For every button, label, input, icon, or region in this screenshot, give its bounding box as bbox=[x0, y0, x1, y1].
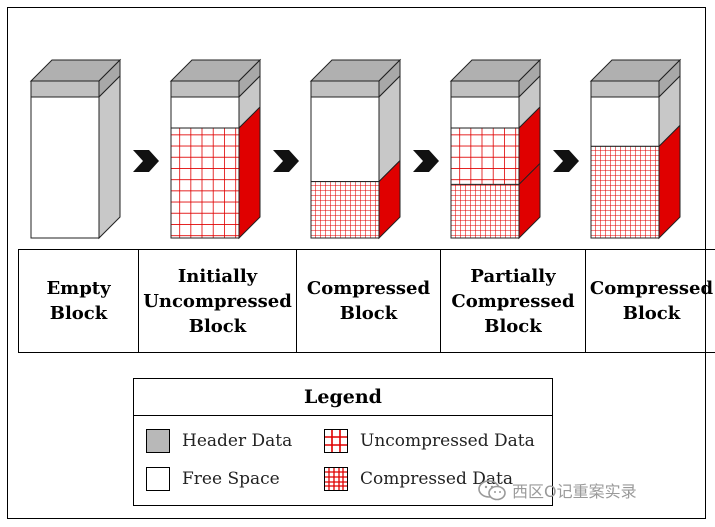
block-label-partially-compressed: Partially Compressed Block bbox=[440, 249, 586, 353]
compressed-data-side bbox=[518, 162, 541, 240]
header-front-face bbox=[590, 80, 660, 98]
free-space-front bbox=[170, 96, 240, 129]
block-empty bbox=[29, 58, 122, 240]
header-front-face bbox=[30, 80, 100, 98]
wechat-icon bbox=[478, 480, 506, 501]
legend-item-compressed: Compressed Data bbox=[324, 467, 513, 491]
watermark-text: 西区O记重案实录 bbox=[512, 482, 637, 501]
compressed-data-swatch-icon bbox=[324, 467, 348, 491]
uncompressed-data-side bbox=[238, 105, 261, 240]
header-front-face bbox=[450, 80, 520, 98]
legend-item-header: Header Data bbox=[146, 429, 292, 453]
legend: Legend Header Data Uncompressed Data Fre… bbox=[133, 378, 553, 506]
uncompressed-data-swatch-icon bbox=[324, 429, 348, 453]
legend-title: Legend bbox=[134, 379, 552, 416]
header-data-swatch-icon bbox=[146, 429, 170, 453]
header-front-face bbox=[310, 80, 380, 98]
compressed-data-side bbox=[378, 159, 401, 240]
compressed-data-side bbox=[658, 124, 681, 240]
legend-item-free: Free Space bbox=[146, 467, 280, 491]
uncompressed-data-front bbox=[170, 127, 240, 239]
blocks-illustration bbox=[29, 58, 682, 240]
legend-label-uncompressed: Uncompressed Data bbox=[360, 431, 535, 451]
free-space-front bbox=[310, 96, 380, 183]
chevron-right-icon bbox=[413, 150, 439, 172]
compressed-data-front bbox=[450, 183, 520, 239]
compressed-data-front bbox=[590, 145, 660, 239]
block-compressed-final bbox=[589, 58, 682, 240]
free-space-side bbox=[98, 74, 121, 240]
chevron-right-icon bbox=[553, 150, 579, 172]
legend-label-free: Free Space bbox=[182, 469, 280, 489]
chevron-right-icon bbox=[133, 150, 159, 172]
block-partially-compressed bbox=[449, 58, 542, 240]
legend-label-compressed: Compressed Data bbox=[360, 469, 513, 489]
block-label-empty: Empty Block bbox=[18, 249, 139, 353]
header-front-face bbox=[170, 80, 240, 98]
free-space-front bbox=[450, 96, 520, 129]
block-initially-uncompressed bbox=[169, 58, 262, 240]
free-space-swatch-icon bbox=[146, 467, 170, 491]
free-space-front bbox=[30, 96, 100, 239]
block-labels-table: Empty Block Initially Uncompressed Block… bbox=[18, 249, 715, 353]
free-space-front bbox=[590, 96, 660, 147]
block-label-compressed: Compressed Block bbox=[296, 249, 441, 353]
compressed-data-front bbox=[310, 181, 380, 239]
legend-label-header: Header Data bbox=[182, 431, 293, 451]
uncompressed-data-front bbox=[450, 127, 520, 185]
block-label-initially-uncompressed: Initially Uncompressed Block bbox=[138, 249, 297, 353]
watermark: 西区O记重案实录 bbox=[478, 478, 637, 502]
block-compressed bbox=[309, 58, 402, 240]
chevron-right-icon bbox=[273, 150, 299, 172]
legend-item-uncompressed: Uncompressed Data bbox=[324, 429, 535, 453]
block-label-compressed-final: Compressed Block bbox=[585, 249, 715, 353]
